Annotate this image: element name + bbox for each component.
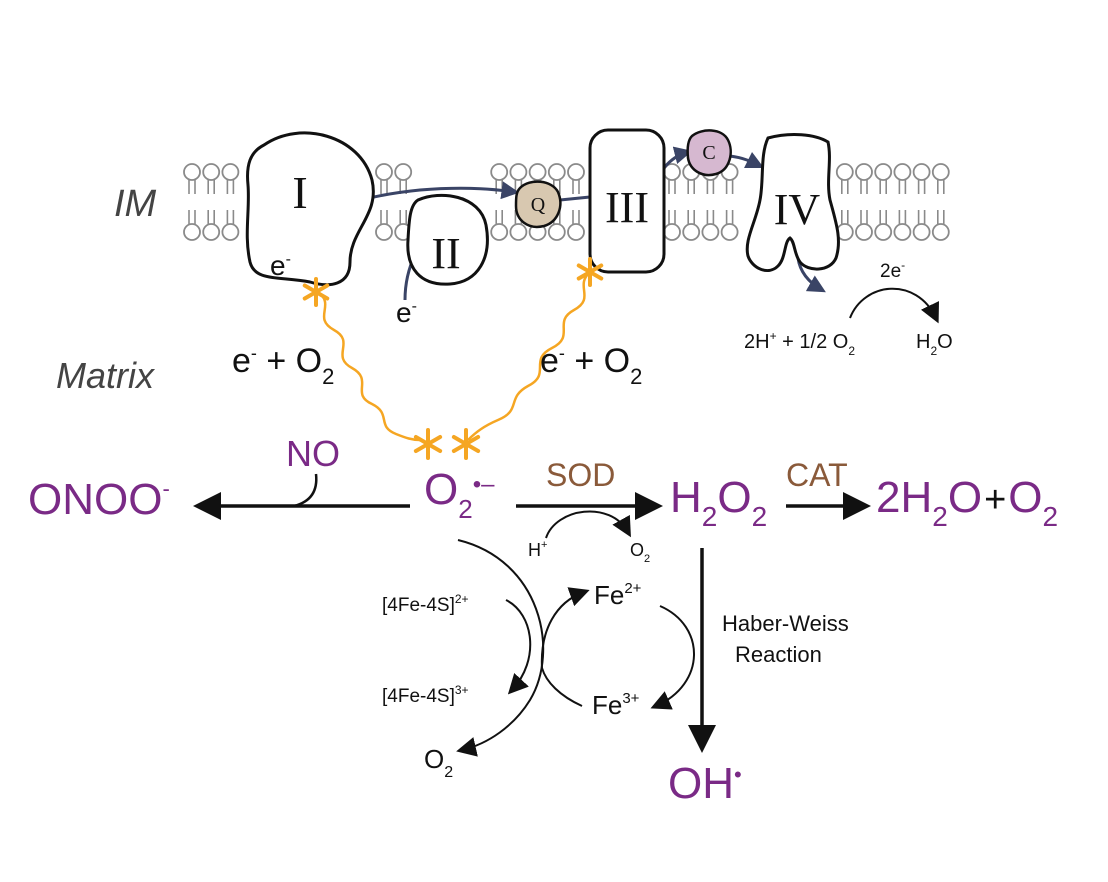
ros-asterisk — [302, 277, 330, 307]
ros-leak-paths — [317, 271, 591, 442]
complex-4-electron-arrow — [849, 287, 939, 324]
lipid-head — [509, 223, 528, 241]
electron-complex-2: e- — [396, 297, 417, 328]
complex-4-electrons: 2e- — [880, 258, 905, 282]
lipid-head — [202, 163, 221, 181]
lipid-head — [509, 163, 528, 181]
complex-1-shape — [245, 131, 375, 287]
complex-4-product: H2O — [916, 331, 953, 358]
inner-membrane-bilayer — [183, 163, 950, 241]
lipid-head — [528, 163, 547, 181]
lipid-head — [855, 223, 873, 241]
haber-weiss-line-1: Haber-Weiss — [722, 611, 849, 636]
matrix-label: Matrix — [56, 355, 156, 396]
lipid-head — [221, 223, 240, 241]
lipid-head — [701, 223, 720, 241]
lipid-head — [375, 163, 393, 181]
complex-1-label: I — [292, 167, 307, 218]
lipid-head — [547, 163, 566, 181]
hydroxyl-radical: OH• — [668, 759, 742, 808]
complex-2-shape — [406, 193, 489, 286]
lipid-head — [931, 163, 950, 181]
haber-weiss-line-2: Reaction — [735, 642, 822, 667]
ros-asterisks — [302, 257, 604, 460]
fes-oxidation-arrow — [505, 599, 532, 695]
ros-asterisk — [576, 257, 604, 287]
lipid-head — [835, 163, 854, 181]
fe-oxidation-arrow — [650, 605, 695, 710]
ros-asterisk — [413, 428, 443, 460]
peroxynitrite: ONOO- — [28, 475, 170, 524]
lipid-head — [567, 223, 585, 241]
lipid-head — [375, 223, 393, 241]
fes-oxygen: O2 — [424, 744, 453, 781]
im-label: IM — [114, 183, 157, 225]
sod-oxygen: O2 — [630, 540, 650, 565]
complex-2-label: II — [431, 229, 460, 278]
no-join-curve — [293, 473, 318, 508]
lipid-head — [682, 223, 701, 241]
fes-reduced: [4Fe-4S]2+ — [382, 592, 469, 616]
fe-reduction-arrow — [540, 587, 590, 669]
lipid-head — [567, 163, 585, 181]
fes-oxidized: [4Fe-4S]3+ — [382, 683, 469, 707]
ros-asterisk — [451, 428, 481, 460]
cat-label: CAT — [786, 457, 848, 493]
nitric-oxide: NO — [286, 433, 340, 474]
lipid-head — [547, 223, 566, 241]
complex-4-substrates: 2H+ + 1/2 O2 — [744, 329, 855, 358]
ubiquinone-shape — [514, 180, 562, 229]
lipid-head — [893, 223, 912, 241]
lipid-head — [663, 223, 681, 241]
lipid-head — [893, 163, 912, 181]
hydrogen-peroxide: H2O2 — [670, 473, 767, 532]
leak-left-label: e- + O2 — [232, 342, 334, 389]
superoxide: O2•– — [424, 465, 495, 524]
lipid-head — [874, 223, 893, 241]
complex-3-shape — [588, 128, 666, 274]
sod-label: SOD — [546, 457, 615, 493]
lipid-head — [202, 223, 221, 241]
lipid-head — [874, 163, 893, 181]
sod-proton: H+ — [528, 539, 547, 560]
ubiquinone-label: Q — [531, 194, 546, 216]
lipid-head — [394, 163, 413, 181]
lipid-head — [912, 163, 931, 181]
iron-3plus: Fe3+ — [592, 690, 640, 720]
superoxide-fes-arrow — [456, 539, 545, 757]
leak-right-label: e- + O2 — [540, 342, 642, 389]
water-and-oxygen: 2H2O+O2 — [876, 473, 1058, 532]
lipid-head — [490, 163, 509, 181]
iron-2plus: Fe2+ — [594, 580, 642, 610]
lipid-head — [221, 163, 240, 181]
lipid-head — [490, 223, 509, 241]
electron-complex-1: e- — [270, 250, 291, 281]
lipid-head — [183, 163, 201, 181]
lipid-head — [931, 223, 950, 241]
cytochrome-c-label: C — [702, 142, 715, 164]
cytochrome-c-shape — [686, 129, 732, 177]
sod-side-arrow — [545, 510, 631, 539]
complex-3-label: III — [605, 183, 649, 232]
lipid-head — [720, 223, 739, 241]
complex-4-shape — [745, 133, 840, 272]
lipid-head — [855, 163, 873, 181]
lipid-head — [912, 223, 931, 241]
lipid-head — [183, 223, 201, 241]
complex-4-label: IV — [774, 185, 821, 234]
fe3-return-curve — [541, 667, 583, 707]
